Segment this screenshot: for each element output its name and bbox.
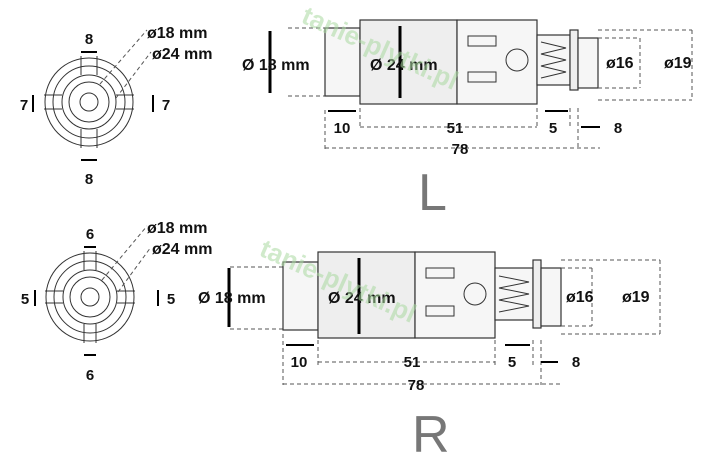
flange <box>532 259 542 329</box>
main-body <box>317 251 416 339</box>
side-dia-19-label: ø19 <box>664 55 692 72</box>
len-51-label: 51 <box>447 120 464 137</box>
middle-ring <box>53 260 127 334</box>
end-dia-large-label: ø24 mm <box>152 46 212 63</box>
top-end-view: 8 8 7 7 ø18 mm ø24 mm <box>20 25 213 188</box>
lock-section <box>414 251 496 339</box>
side-dia-16-label: ø16 <box>606 55 634 72</box>
len-total-label: 78 <box>452 141 469 158</box>
len-8-label: 8 <box>614 120 622 137</box>
bolt-circle <box>505 48 529 72</box>
len-5-label: 5 <box>549 120 557 137</box>
len-total-label: 78 <box>408 377 425 394</box>
end-dia-large-label: ø24 mm <box>152 241 212 258</box>
middle-ring <box>52 65 126 139</box>
spring-coil <box>540 41 567 79</box>
end-dia-small-label: ø18 mm <box>147 25 207 42</box>
slot-b <box>467 71 497 83</box>
len-10-label: 10 <box>291 354 308 371</box>
side-dia-small-label: Ø 18 mm <box>198 290 266 307</box>
outer-ring <box>44 57 134 147</box>
bottom-width-label: 8 <box>85 171 93 188</box>
core-ring <box>69 276 111 318</box>
len-51-label: 51 <box>404 354 421 371</box>
flange <box>569 29 579 91</box>
bottom-side-view: Ø 18 mm Ø 24 mm ø16 ø19 10 51 5 8 78 <box>198 251 661 394</box>
top-width-label: 8 <box>85 31 93 48</box>
slot-a <box>425 267 455 279</box>
leader-large <box>115 51 152 99</box>
cap <box>577 37 599 89</box>
left-side-label: 7 <box>20 97 28 114</box>
leader-large <box>117 246 152 293</box>
side-dia-16-label: ø16 <box>566 289 594 306</box>
left-side-label: 5 <box>21 291 29 308</box>
leader-small <box>99 29 148 85</box>
top-side-view: Ø 18 mm Ø 24 mm ø16 ø19 10 51 5 8 78 <box>242 19 693 158</box>
inner-ring <box>62 269 118 325</box>
core-ring <box>68 81 110 123</box>
top-width-label: 6 <box>86 226 94 243</box>
variant-letter-r: R <box>412 406 450 461</box>
len-8-label: 8 <box>572 354 580 371</box>
side-dia-large-label: Ø 24 mm <box>370 57 438 74</box>
bottom-end-view: 6 6 5 5 ø18 mm ø24 mm <box>21 220 213 384</box>
side-dia-large-label: Ø 24 mm <box>328 290 396 307</box>
bolt-circle <box>463 282 487 306</box>
right-side-label: 5 <box>167 291 175 308</box>
lock-section <box>456 19 538 105</box>
cap <box>540 267 562 327</box>
center-ring <box>79 92 99 112</box>
spring-coil <box>498 275 530 313</box>
center-ring <box>80 287 100 307</box>
leader-small <box>101 225 148 281</box>
side-dia-19-label: ø19 <box>622 289 650 306</box>
outer-ring <box>45 252 135 342</box>
end-dia-small-label: ø18 mm <box>147 220 207 237</box>
variant-letter-l: L <box>418 164 447 222</box>
inner-ring <box>61 74 117 130</box>
nose-section <box>282 261 319 331</box>
bottom-width-label: 6 <box>86 367 94 384</box>
len-10-label: 10 <box>334 120 351 137</box>
len-5-label: 5 <box>508 354 516 371</box>
right-side-label: 7 <box>162 97 170 114</box>
slot-b <box>425 305 455 317</box>
side-dia-small-label: Ø 18 mm <box>242 57 310 74</box>
slot-a <box>467 35 497 47</box>
